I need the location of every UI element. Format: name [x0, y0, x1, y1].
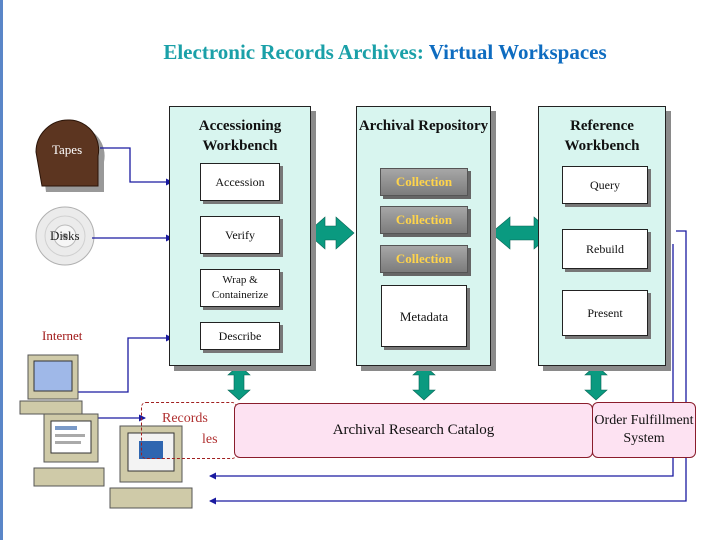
slide-title: Electronic Records Archives: Virtual Wor… — [0, 40, 720, 65]
desktop-computer-icon — [19, 354, 83, 415]
repository-catalog-arrow — [412, 364, 436, 401]
records-line-2: les — [202, 432, 218, 447]
slide-left-rule — [0, 0, 3, 540]
present-step: Present — [562, 290, 648, 336]
archival-research-catalog: Archival Research Catalog — [234, 403, 593, 458]
records-line-1: Records — [162, 411, 208, 426]
cd-disk-icon — [35, 206, 95, 266]
verify-step: Verify — [200, 216, 280, 254]
metadata-box: Metadata — [381, 285, 467, 347]
reference-catalog-arrow — [584, 364, 608, 401]
records-box: Records les — [141, 402, 237, 459]
tape-reel-icon — [35, 119, 105, 192]
disks-label: Disks — [50, 228, 80, 243]
title-part-2: Virtual Workspaces — [428, 40, 607, 64]
accessioning-workbench-title: Accessioning Workbench — [198, 118, 282, 154]
internet-connector — [78, 334, 173, 393]
wrap-containerize-step: Wrap & Containerize — [200, 269, 280, 307]
return-loop-outer — [209, 230, 687, 505]
archival-repository-title: Archival Repository — [358, 118, 489, 134]
collection-item: Collection — [380, 206, 468, 234]
query-step: Query — [562, 166, 648, 204]
accession-catalog-arrow — [227, 364, 251, 401]
order-fulfillment-system: Order Fulfillment System — [592, 402, 696, 458]
title-part-1: Electronic Records Archives: — [163, 40, 429, 64]
internet-label: Internet — [42, 328, 83, 343]
reference-workbench-title: Reference Workbench — [564, 118, 640, 154]
accession-repository-double-arrow — [306, 216, 355, 250]
return-loop-inner — [209, 244, 674, 480]
collection-item: Collection — [380, 168, 468, 196]
era-computer-icon — [109, 425, 193, 509]
describe-step: Describe — [200, 322, 280, 350]
tapes-label: Tapes — [52, 142, 83, 157]
accession-step: Accession — [200, 163, 280, 201]
collection-item: Collection — [380, 245, 468, 273]
tapes-connector — [100, 147, 173, 186]
rebuild-step: Rebuild — [562, 229, 648, 269]
desktop-computer-icon — [33, 413, 105, 487]
